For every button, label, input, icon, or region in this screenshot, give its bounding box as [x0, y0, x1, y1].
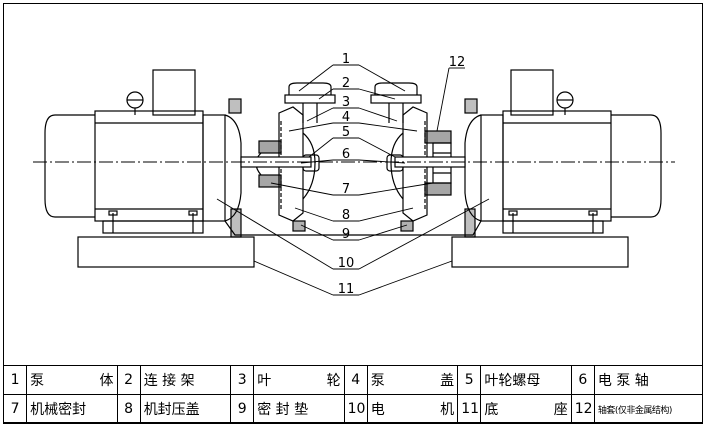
left-base — [77, 236, 255, 268]
part-number: 11 — [457, 394, 482, 424]
left-motor — [44, 69, 242, 234]
part-name: 电 泵 轴 — [593, 365, 704, 395]
callout-8: 8 — [342, 208, 350, 223]
part-name: 轴套(仅非金属结构) — [593, 394, 704, 424]
part-name: 泵 体 — [26, 365, 118, 395]
right-terminal-box — [510, 69, 554, 116]
callout-4: 4 — [342, 110, 350, 125]
part-number: 3 — [230, 365, 255, 395]
part-number: 5 — [457, 365, 482, 395]
callout-12: 12 — [449, 55, 466, 70]
part-number: 8 — [116, 394, 141, 424]
part-name: 密 封 垫 — [253, 394, 345, 424]
left-motor-body — [94, 110, 204, 222]
part-number: 2 — [116, 365, 141, 395]
right-base — [451, 236, 629, 268]
left-pump-body — [278, 106, 304, 222]
callout-2: 2 — [342, 76, 350, 91]
part-number: 10 — [343, 394, 368, 424]
right-motor — [464, 69, 662, 234]
right-outlet-flange — [374, 82, 418, 95]
callout-10: 10 — [338, 256, 355, 271]
part-number: 1 — [2, 365, 28, 395]
part-name: 底 座 — [480, 394, 572, 424]
right-motor-end-cap — [611, 114, 662, 218]
callout-11: 11 — [338, 282, 355, 297]
callout-7: 7 — [342, 182, 350, 197]
right-impeller — [390, 132, 404, 200]
callout-5: 5 — [342, 125, 350, 140]
part-name: 机封压盖 — [139, 394, 232, 424]
part-name: 叶 轮 — [253, 365, 345, 395]
part-number: 9 — [230, 394, 255, 424]
callout-labels: 1 2 3 4 5 6 7 8 9 10 11 12 — [338, 52, 466, 297]
callout-3: 3 — [342, 95, 350, 110]
left-terminal-box — [152, 69, 196, 116]
left-motor-end-cap — [44, 114, 95, 218]
part-name: 机械密封 — [26, 394, 118, 424]
part-name: 叶轮螺母 — [480, 365, 572, 395]
callout-6: 6 — [342, 147, 350, 162]
right-motor-body — [502, 110, 612, 222]
part-number: 7 — [2, 394, 28, 424]
part-number: 4 — [343, 365, 368, 395]
part-name: 电 机 — [366, 394, 459, 424]
right-pump-body — [402, 106, 428, 222]
pump-assembly-drawing: 1 2 3 4 5 6 7 8 9 10 11 12 — [33, 52, 675, 297]
callout-1: 1 — [342, 52, 350, 67]
part-name: 泵 盖 — [366, 365, 459, 395]
right-pump-half — [370, 82, 452, 232]
part-number: 6 — [570, 365, 595, 395]
left-outlet-flange — [288, 82, 332, 95]
leader-lines — [216, 64, 490, 296]
part-number: 12 — [570, 394, 595, 424]
callout-9: 9 — [342, 227, 350, 242]
part-name: 连 接 架 — [139, 365, 232, 395]
pump-support — [224, 220, 482, 236]
